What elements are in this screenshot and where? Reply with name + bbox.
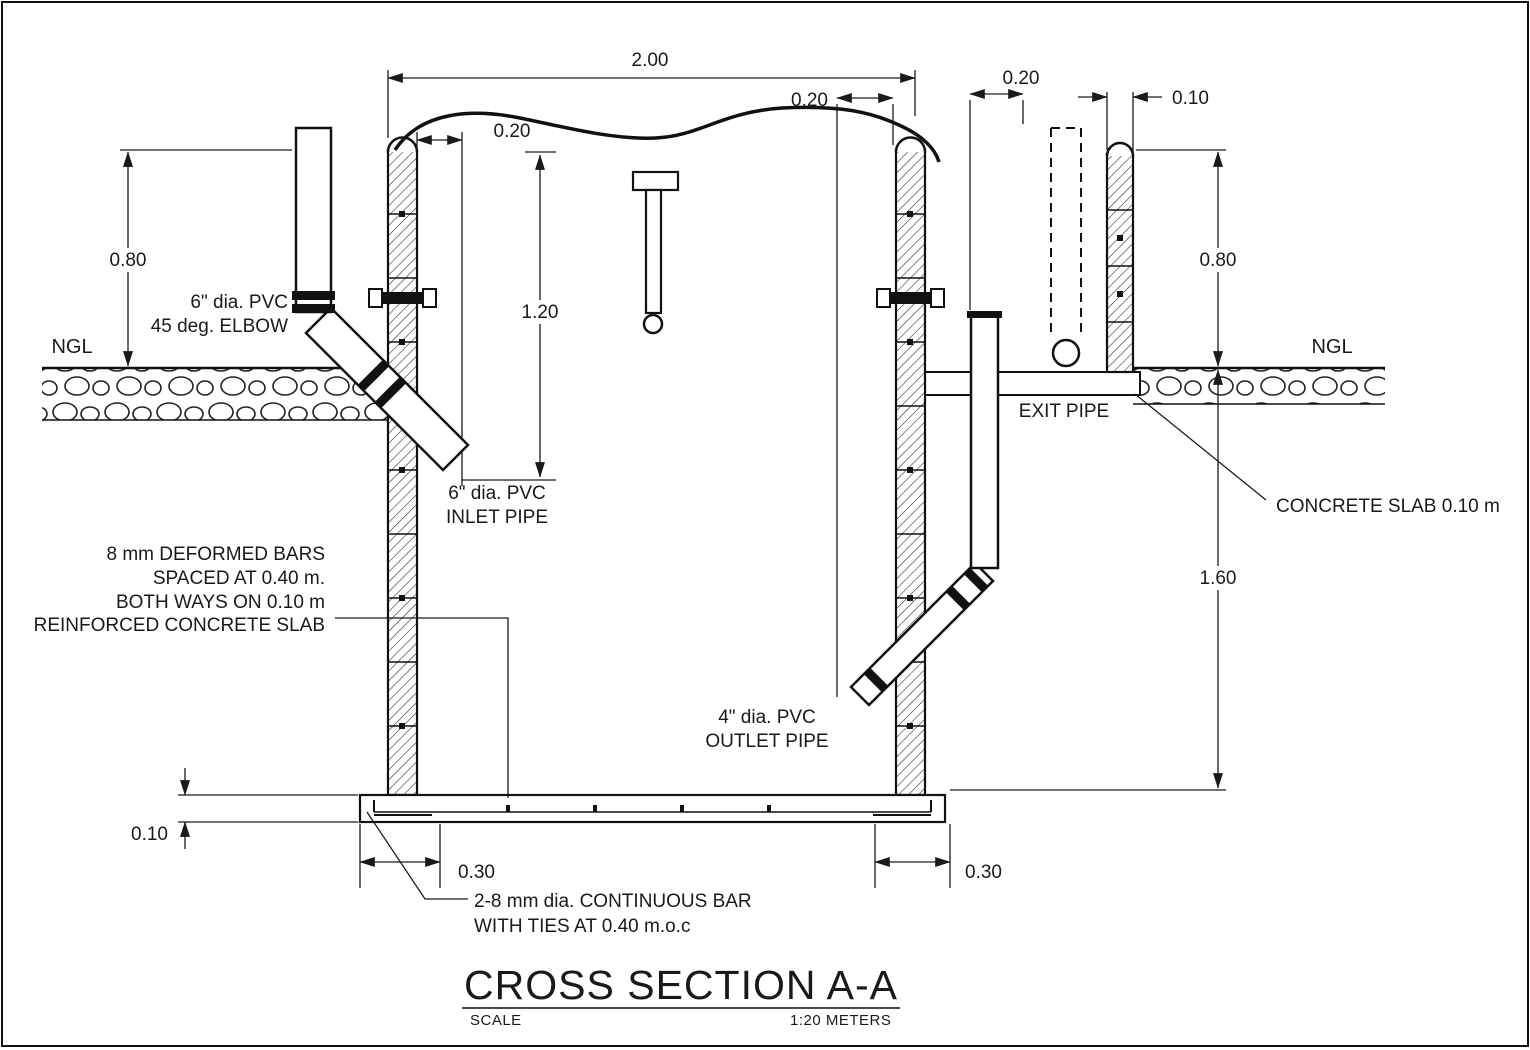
ground-left: [42, 366, 388, 421]
right-wall: [894, 136, 927, 797]
vent-cap: [631, 170, 680, 192]
bottom-slab: [358, 793, 947, 824]
dim-text-backgrounds: [103, 248, 1243, 590]
right-wall-sleeve: [876, 288, 945, 308]
outlet-label-1: 4" dia. PVC: [718, 707, 816, 728]
far-right-wall: [1105, 141, 1135, 374]
bars-label-2: SPACED AT 0.40 m.: [153, 568, 325, 589]
elbow-label-1: 6" dia. PVC: [190, 292, 288, 313]
dim-footing-left: 0.30: [458, 862, 495, 883]
scale-value: 1:20 METERS: [790, 1012, 891, 1029]
outlet-pipe-assembly: [849, 311, 1002, 707]
elbow-label-2: 45 deg. ELBOW: [151, 316, 288, 337]
vent-pipe: [631, 170, 680, 335]
future-riser-pipe: [1050, 127, 1082, 338]
scale-label: SCALE: [470, 1012, 522, 1029]
dim-slab-wall: 0.10: [1172, 88, 1209, 109]
slab-leader: [1134, 393, 1267, 501]
vent-opening: [642, 313, 664, 335]
inlet-vertical-pipe: [294, 126, 333, 314]
left-wall-rebar-marks: [399, 211, 405, 729]
dim-base-thickness: 0.10: [131, 824, 168, 845]
outlet-coupling-band-2: [945, 585, 971, 611]
top-cover-curve: [393, 105, 941, 163]
dim-footing-right: 0.30: [965, 862, 1002, 883]
continuous-bar-label-1: 2-8 mm dia. CONTINUOUS BAR: [474, 891, 752, 912]
dim-right-offset: 0.20: [791, 90, 828, 111]
dim-lower-depth: 1.60: [1200, 568, 1237, 589]
exit-slab: [924, 371, 1141, 396]
continuous-bar-leader: [366, 811, 468, 900]
bars-label-4: REINFORCED CONCRETE SLAB: [34, 615, 325, 636]
bars-label-3: BOTH WAYS ON 0.10 m: [116, 592, 325, 613]
outlet-top-band: [967, 311, 1002, 318]
bar-hook-right: [873, 800, 932, 816]
dim-inlet-depth: 1.20: [522, 302, 559, 323]
left-wall-sleeve: [368, 288, 437, 308]
outlet-label-2: OUTLET PIPE: [705, 731, 828, 752]
outlet-end-band: [863, 667, 889, 693]
dim-left-wall: 0.20: [494, 121, 531, 142]
exit-pipe-label: EXIT PIPE: [1019, 401, 1109, 422]
slab-rebar-ticks: [506, 805, 771, 812]
concrete-slab-label: CONCRETE SLAB 0.10 m: [1276, 496, 1500, 517]
dimensions: [120, 70, 1267, 900]
riser-opening: [1051, 338, 1081, 368]
outlet-vertical-pipe: [969, 311, 1000, 570]
inlet-coupling-band-1: [357, 359, 390, 392]
bar-hook-left: [373, 800, 432, 816]
right-wall-rebar-marks: [907, 211, 913, 729]
dim-chamber-gap: 0.20: [1003, 68, 1040, 89]
dim-depth-right: 0.80: [1200, 250, 1237, 271]
bars-leader: [335, 617, 509, 798]
dim-depth-left: 0.80: [110, 250, 147, 271]
vent-stem: [644, 188, 663, 315]
elbow-coupling-band-1: [292, 291, 335, 300]
left-wall: [386, 136, 419, 797]
inlet-incline-pipe: [304, 306, 470, 472]
inlet-label-1: 6" dia. PVC: [448, 483, 546, 504]
ngl-label-left: NGL: [51, 336, 92, 358]
inlet-pipe-assembly: [292, 126, 470, 472]
drawing-title: CROSS SECTION A-A: [464, 962, 898, 1008]
inlet-coupling-band-2: [374, 376, 407, 409]
ngl-label-right: NGL: [1311, 336, 1352, 358]
bars-label-1: 8 mm DEFORMED BARS: [106, 544, 325, 565]
outlet-coupling-band-1: [963, 567, 989, 593]
elbow-coupling-band-2: [292, 304, 335, 313]
inlet-label-2: INLET PIPE: [446, 507, 548, 528]
continuous-bar-label-2: WITH TIES AT 0.40 m.o.c: [474, 916, 690, 937]
dim-top-width: 2.00: [632, 50, 669, 71]
ground-right: [1133, 366, 1385, 405]
